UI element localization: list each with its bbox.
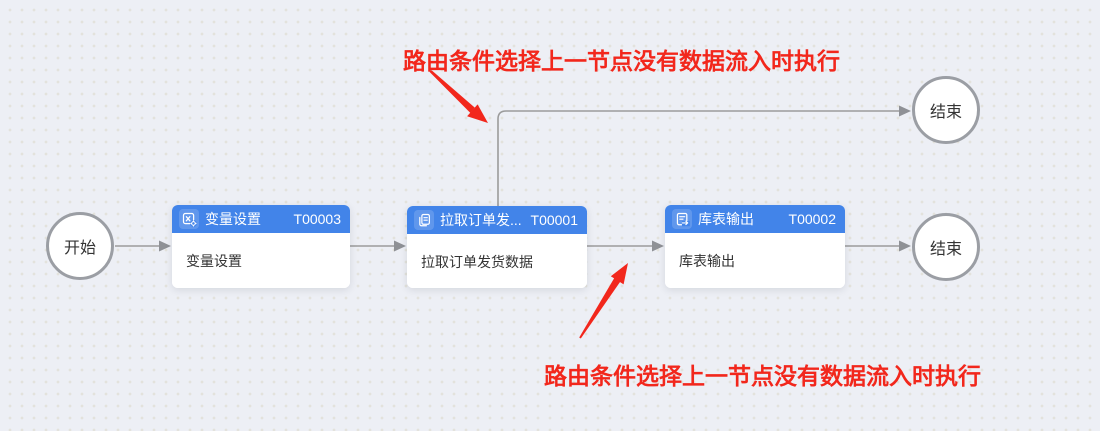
task-code: T00002: [788, 211, 836, 227]
task-title: 拉取订单发...: [440, 212, 522, 228]
arrowhead-icon: [652, 240, 664, 252]
end-node-bottom[interactable]: 结束: [912, 213, 980, 281]
arrowhead-icon: [899, 105, 911, 117]
arrowhead-icon: [159, 240, 171, 252]
task-node-variable-settings[interactable]: 变量设置 T00003 变量设置: [172, 205, 350, 288]
edge-task1-to-task2: [350, 240, 406, 252]
annotation-text-bottom: 路由条件选择上一节点没有数据流入时执行: [544, 363, 981, 389]
task-body-label: 变量设置: [172, 233, 350, 288]
annotation-arrow-top: [429, 70, 488, 123]
end-node-top[interactable]: 结束: [912, 76, 980, 144]
task-body-label: 库表输出: [665, 233, 845, 288]
document-pull-icon: [414, 210, 434, 230]
task-code: T00003: [293, 211, 341, 227]
edge-task2-to-end-top: [497, 105, 911, 207]
task-body-label: 拉取订单发货数据: [407, 234, 587, 288]
table-export-icon: [672, 209, 692, 229]
start-node[interactable]: 开始: [46, 212, 114, 280]
task-code: T00001: [530, 212, 578, 228]
annotation-text-top: 路由条件选择上一节点没有数据流入时执行: [403, 48, 840, 74]
task-title: 变量设置: [205, 211, 261, 227]
task-node-table-output[interactable]: 库表输出 T00002 库表输出: [665, 205, 845, 288]
task-node-pull-order-data[interactable]: 拉取订单发... T00001 拉取订单发货数据: [407, 206, 587, 288]
task-title: 库表输出: [698, 211, 754, 227]
start-node-label: 开始: [63, 240, 96, 257]
variable-settings-icon: [179, 209, 199, 229]
edge-start-to-task1: [115, 240, 171, 252]
task-node-header: 拉取订单发... T00001: [407, 206, 587, 234]
task-node-header: 变量设置 T00003: [172, 205, 350, 233]
arrowhead-icon: [394, 240, 406, 252]
end-node-label: 结束: [929, 241, 962, 258]
edge-task2-to-task3: [587, 240, 664, 252]
end-node-label: 结束: [929, 104, 962, 121]
edge-task3-to-end: [845, 240, 911, 252]
arrowhead-icon: [899, 240, 911, 252]
task-node-header: 库表输出 T00002: [665, 205, 845, 233]
